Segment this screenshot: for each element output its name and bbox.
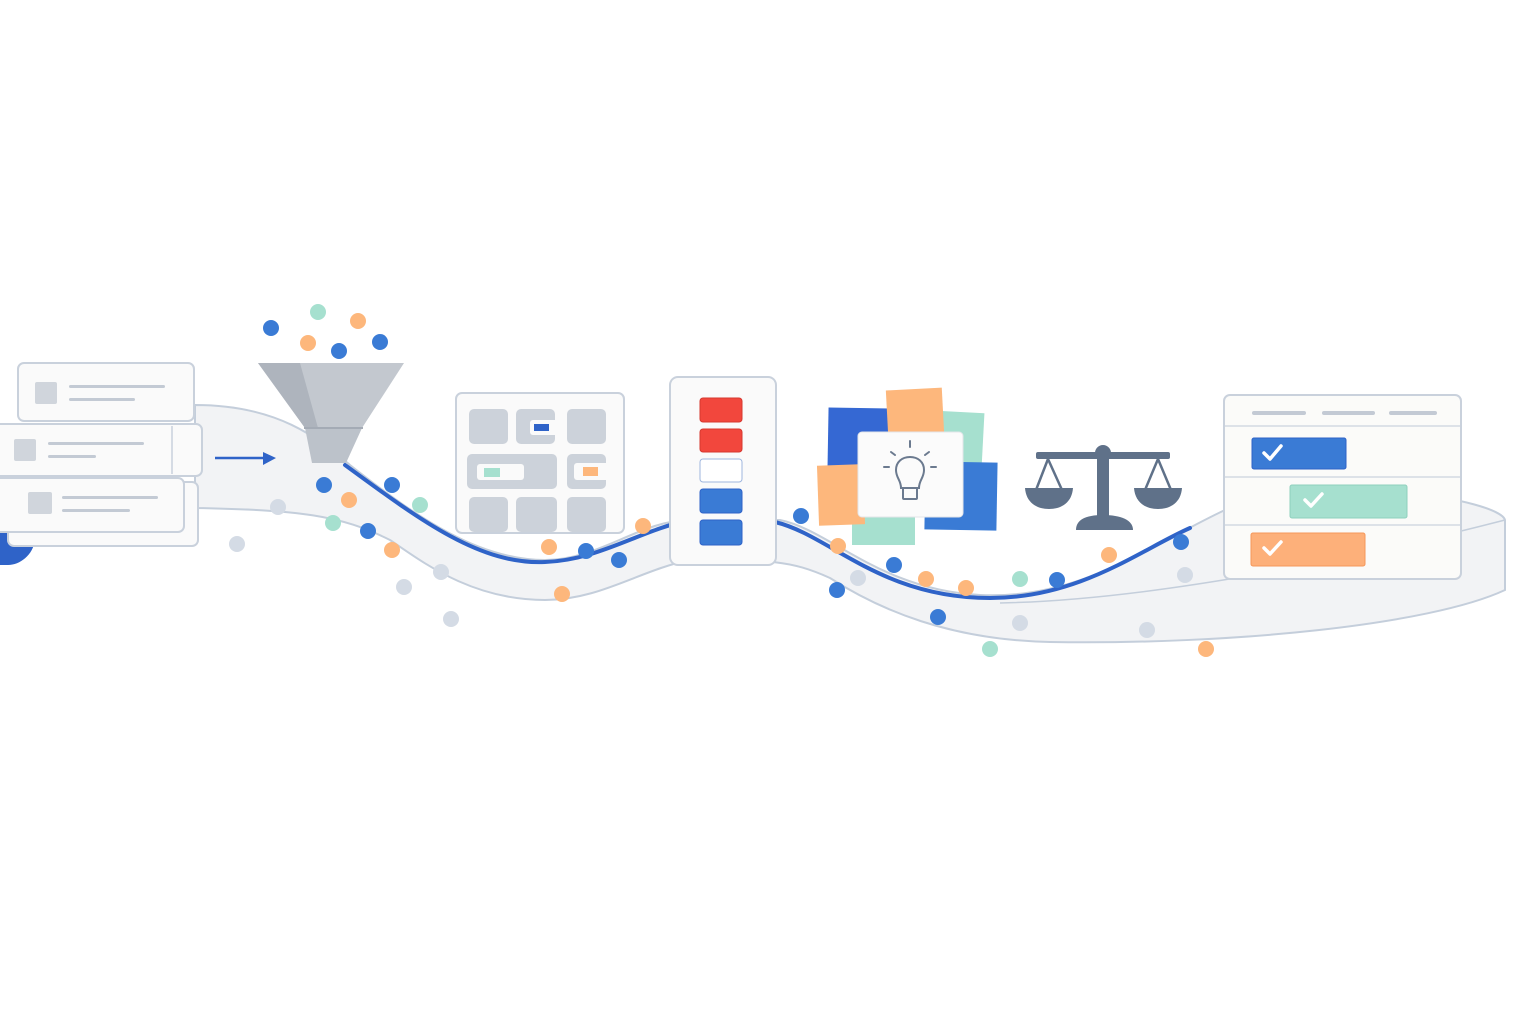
data-particles — [229, 304, 1214, 657]
particle-dot — [384, 542, 400, 558]
particle-dot — [1012, 615, 1028, 631]
flow-line — [773, 520, 1192, 601]
checklist-icon — [1223, 394, 1462, 580]
particle-dot — [331, 343, 347, 359]
particle-dot — [325, 515, 341, 531]
particle-dot — [886, 557, 902, 573]
particle-dot — [1049, 572, 1065, 588]
particle-dot — [554, 586, 570, 602]
particle-dot — [263, 320, 279, 336]
particle-dot — [443, 611, 459, 627]
document-stack-icon — [0, 362, 203, 565]
particle-dot — [360, 523, 376, 539]
particle-dot — [396, 579, 412, 595]
card — [0, 477, 185, 533]
priority-bar-low — [699, 519, 743, 546]
card — [17, 362, 195, 422]
particle-dot — [1101, 547, 1117, 563]
particle-dot — [412, 497, 428, 513]
balance-scale-icon — [1025, 445, 1182, 530]
particle-dot — [829, 582, 845, 598]
funnel-icon — [258, 363, 404, 463]
particle-dot — [1173, 534, 1189, 550]
particle-dot — [830, 538, 846, 554]
flow-line — [343, 463, 692, 565]
particle-dot — [1012, 571, 1028, 587]
particle-dot — [541, 539, 557, 555]
priority-bar-high — [699, 428, 743, 453]
checked-task-orange — [1250, 532, 1366, 567]
lightbulb-sticky-notes-icon — [816, 387, 998, 545]
arrow-right-icon — [215, 452, 276, 465]
particle-dot — [918, 571, 934, 587]
grid-board-icon — [455, 392, 625, 534]
particle-dot — [1198, 641, 1214, 657]
particle-dot — [372, 334, 388, 350]
particle-dot — [793, 508, 809, 524]
particle-dot — [433, 564, 449, 580]
particle-dot — [300, 335, 316, 351]
particle-dot — [350, 313, 366, 329]
particle-dot — [1139, 622, 1155, 638]
checkmark-icon — [1262, 540, 1283, 556]
particle-dot — [229, 536, 245, 552]
particle-dot — [982, 641, 998, 657]
checked-task-blue — [1251, 437, 1347, 470]
particle-dot — [930, 609, 946, 625]
particle-dot — [958, 580, 974, 596]
lightbulb-icon — [883, 440, 937, 500]
particle-dot — [578, 543, 594, 559]
particle-dot — [316, 477, 332, 493]
particle-dot — [1177, 567, 1193, 583]
particle-dot — [384, 477, 400, 493]
priority-bar-high — [699, 397, 743, 423]
priority-list-icon — [669, 376, 777, 566]
checked-task-teal — [1289, 484, 1408, 519]
particle-dot — [310, 304, 326, 320]
checkmark-icon — [1303, 492, 1324, 508]
priority-bar-empty — [699, 458, 743, 483]
particle-dot — [270, 499, 286, 515]
card — [0, 423, 203, 477]
checkmark-icon — [1262, 444, 1283, 461]
particle-dot — [341, 492, 357, 508]
particle-dot — [635, 518, 651, 534]
particle-dot — [850, 570, 866, 586]
priority-bar-low — [699, 488, 743, 514]
particle-dot — [611, 552, 627, 568]
